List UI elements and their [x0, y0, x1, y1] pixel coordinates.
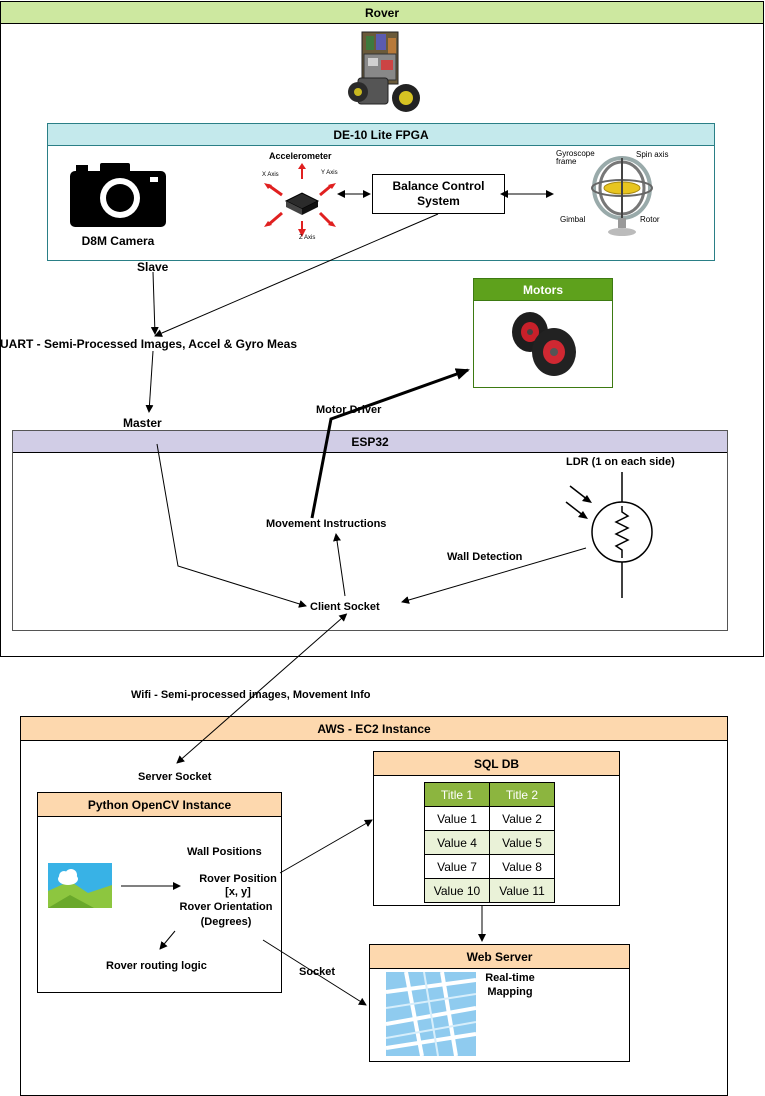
web-server-header: Web Server: [370, 945, 629, 969]
table-cell: Value 7: [424, 854, 490, 879]
gyro-frame-label: Gyroscope frame: [556, 149, 595, 166]
server-socket-label: Server Socket: [138, 771, 212, 783]
rover-header: Rover: [1, 2, 763, 24]
gyroscope-icon: [591, 156, 653, 236]
camera-label: D8M Camera: [81, 234, 155, 248]
table-cell: Value 4: [424, 830, 490, 855]
sql-header-row: Title 1 Title 2: [424, 782, 555, 807]
python-header: Python OpenCV Instance: [38, 793, 281, 817]
axis-x-label: X Axis: [262, 172, 279, 178]
sql-col-header: Title 2: [489, 782, 555, 807]
table-cell: Value 11: [489, 878, 555, 903]
ldr-icon: [565, 472, 653, 598]
motors-header: Motors: [474, 279, 612, 301]
fpga-header: DE-10 Lite FPGA: [48, 124, 714, 146]
table-row: Value 10 Value 11: [424, 878, 555, 903]
sql-col-header: Title 1: [424, 782, 490, 807]
map-icon: [386, 972, 476, 1056]
sql-table: Title 1 Title 2 Value 1 Value 2 Value 4 …: [424, 782, 555, 903]
ldr-label: LDR (1 on each side): [566, 456, 675, 468]
esp32-header: ESP32: [13, 431, 727, 453]
table-cell: Value 10: [424, 878, 490, 903]
routing-logic-label: Rover routing logic: [106, 960, 207, 972]
motor-driver-label: Motor Driver: [316, 404, 382, 416]
client-socket-label: Client Socket: [310, 601, 380, 613]
wifi-label: Wifi - Semi-processed images, Movement I…: [131, 689, 371, 701]
mapping-label: Real-time Mapping: [485, 972, 535, 998]
camera-icon: [70, 163, 166, 227]
table-cell: Value 5: [489, 830, 555, 855]
motors-wheels-image: [512, 312, 576, 376]
gyro-rotor-label: Rotor: [640, 215, 660, 224]
rover-orientation-label: Rover Orientation: [179, 901, 273, 913]
wall-detection-label: Wall Detection: [447, 551, 523, 563]
rover-position-unit: [x, y]: [225, 886, 251, 898]
sql-header: SQL DB: [374, 752, 619, 776]
movement-instructions-label: Movement Instructions: [266, 518, 387, 530]
rover-orientation-unit: (Degrees): [200, 916, 252, 928]
uart-label: UART - Semi-Processed Images, Accel & Gy…: [0, 337, 297, 351]
aws-header: AWS - EC2 Instance: [21, 717, 727, 741]
master-label: Master: [123, 416, 162, 430]
table-cell: Value 2: [489, 806, 555, 831]
accelerometer-label: Accelerometer: [269, 151, 332, 161]
socket-label: Socket: [299, 966, 336, 978]
axis-z-label: Z Axis: [299, 235, 316, 241]
motors-box: Motors: [473, 278, 613, 388]
table-cell: Value 8: [489, 854, 555, 879]
slave-label: Slave: [137, 260, 169, 274]
table-row: Value 1 Value 2: [424, 806, 555, 831]
balance-control-label: Balance Control System: [392, 179, 485, 208]
rover-robot-image: [348, 31, 420, 112]
table-row: Value 7 Value 8: [424, 854, 555, 879]
image-icon: [48, 863, 112, 908]
gyro-gimbal-label: Gimbal: [560, 215, 586, 224]
gyro-spin-label: Spin axis: [636, 150, 669, 159]
table-row: Value 4 Value 5: [424, 830, 555, 855]
axis-y-label: Y Axis: [321, 170, 338, 176]
balance-control-box: Balance Control System: [372, 174, 505, 214]
rover-position-label: Rover Position: [199, 873, 277, 885]
wall-positions-label: Wall Positions: [187, 846, 262, 858]
table-cell: Value 1: [424, 806, 490, 831]
